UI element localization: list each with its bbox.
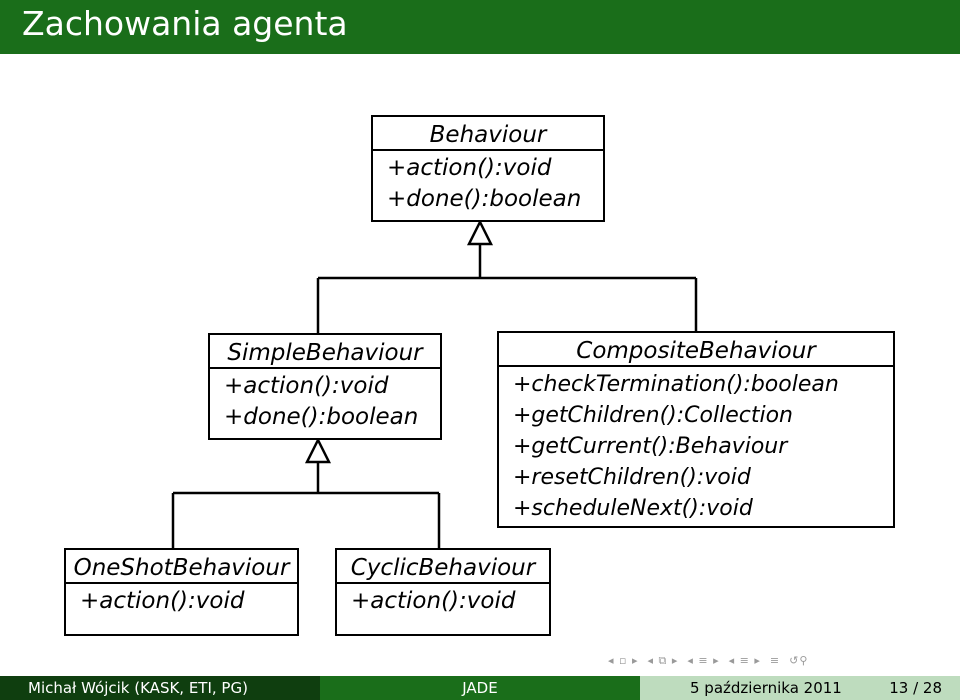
class-separator [66,582,297,584]
class-separator [373,149,603,151]
footer-page-number: 13 / 28 [889,679,942,697]
class-method: +scheduleNext():void [513,496,753,521]
slide-footer: Michał Wójcik (KASK, ETI, PG) JADE 5 paź… [0,676,960,700]
class-name: OneShotBehaviour [73,555,290,581]
class-method: +done():boolean [224,404,419,430]
nav-frame-next-icon[interactable]: ≡ [769,654,781,667]
class-name: Behaviour [429,122,547,148]
class-name: SimpleBehaviour [227,340,423,366]
class-method: +done():boolean [387,186,582,212]
footer-author: Michał Wójcik (KASK, ETI, PG) [0,676,320,700]
class-one-shot-behaviour: OneShotBehaviour +action():void [64,548,299,636]
nav-section-icon[interactable]: ◂ ≡ ▸ [687,654,720,667]
nav-frame-prev-icon[interactable]: ◂ ▫ ▸ [608,654,639,667]
class-name: CyclicBehaviour [350,555,536,581]
class-separator [210,367,440,369]
class-method: +action():void [80,588,245,614]
footer-topic: JADE [320,676,640,700]
slide-title: Zachowania agenta [22,4,348,43]
nav-align-icon[interactable]: ◂ ≡ ▸ [728,654,761,667]
nav-subsection-icon[interactable]: ◂ ⧉ ▸ [647,654,679,667]
nav-search-icon[interactable]: ↺⚲ [789,654,809,667]
class-composite-behaviour: CompositeBehaviour +checkTermination():b… [497,331,895,528]
class-method: +action():void [351,588,516,614]
class-method: +action():void [224,373,389,399]
class-name: CompositeBehaviour [576,338,816,364]
footer-date: 5 października 2011 [690,679,842,697]
inheritance-arrow-behaviour [466,219,494,246]
slide-header: Zachowania agenta [0,0,960,54]
class-behaviour: Behaviour +action():void +done():boolean [371,115,605,222]
class-method: +checkTermination():boolean [513,372,839,397]
class-method: +getCurrent():Behaviour [513,434,788,459]
inheritance-arrow-simple [304,437,332,464]
class-method: +resetChildren():void [513,465,751,490]
class-simple-behaviour: SimpleBehaviour +action():void +done():b… [208,333,442,440]
class-method: +action():void [387,155,552,181]
class-separator [499,365,893,367]
class-cyclic-behaviour: CyclicBehaviour +action():void [335,548,551,636]
navigation-symbols: ◂ ▫ ▸ ◂ ⧉ ▸ ◂ ≡ ▸ ◂ ≡ ▸ ≡ ↺⚲ [608,654,808,668]
class-separator [337,582,549,584]
footer-meta: 5 października 2011 13 / 28 [640,676,960,700]
class-method: +getChildren():Collection [513,403,793,428]
